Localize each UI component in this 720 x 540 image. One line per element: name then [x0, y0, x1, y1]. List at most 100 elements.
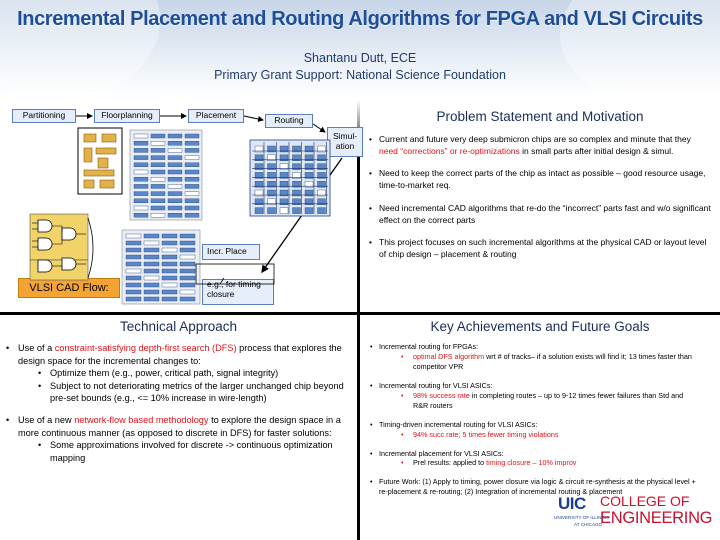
- partition-bracket: [87, 217, 94, 279]
- grid-cell: [161, 296, 178, 302]
- grid-cell: [184, 148, 200, 153]
- grid-cell: [125, 289, 142, 295]
- achievement-item: Future Work: (1) Apply to timing, power …: [370, 477, 700, 497]
- grid-cell: [167, 169, 183, 175]
- grid-cell: [143, 254, 160, 260]
- grid-cell: [150, 176, 166, 182]
- grant-line: Primary Grant Support: National Science …: [214, 68, 506, 82]
- logo-university-line2: AT CHICAGO: [574, 522, 603, 527]
- grid-cell: [161, 289, 178, 295]
- grid-cell: [150, 155, 166, 160]
- floorplan-icon: [77, 127, 123, 195]
- grid-cell: [267, 189, 276, 197]
- problem-bullets: Current and future very deep submicron c…: [369, 134, 711, 272]
- problem-title: Problem Statement and Motivation: [436, 109, 644, 124]
- grid-cell: [254, 207, 264, 214]
- grid-cell: [125, 233, 142, 239]
- grid-cell: [161, 247, 178, 253]
- grid-cell: [143, 275, 160, 281]
- author-line: Shantanu Dutt, ECE: [303, 51, 417, 65]
- grid-cell: [167, 184, 183, 189]
- grid-cell: [150, 141, 166, 146]
- grid-cell: [304, 198, 314, 206]
- header-banner: Incremental Placement and Routing Algori…: [0, 0, 720, 96]
- highlight-text: constraint-satisfying depth-first search…: [54, 343, 237, 353]
- problem-bullet-1: Current and future very deep submicron c…: [369, 134, 711, 157]
- achievement-sub-item: 94% succ rate; 5 times fewer timing viol…: [401, 430, 700, 440]
- grid-cell: [179, 240, 196, 246]
- grid-cell: [292, 163, 301, 170]
- grid-cell: [279, 154, 289, 161]
- grid-cell: [161, 275, 178, 281]
- grid-cell: [184, 184, 200, 189]
- grid-cell: [161, 240, 178, 246]
- grid-cell: [254, 172, 264, 179]
- grid-cell: [267, 154, 276, 161]
- grid-cell: [125, 275, 142, 281]
- flow-step-partitioning: Partitioning: [12, 109, 76, 123]
- uic-engineering-logo: UIC UNIVERSITY OF ILLINOIS AT CHICAGO CO…: [554, 494, 714, 534]
- grid-cell: [133, 198, 149, 204]
- grid-cell: [304, 189, 314, 197]
- arrow-icon: [243, 115, 264, 122]
- grid-cell: [304, 145, 314, 153]
- grid-cell: [143, 296, 160, 302]
- grid-cell: [133, 141, 149, 146]
- grid-cell: [317, 172, 326, 179]
- logo-uic: UIC: [558, 494, 586, 513]
- grid-cell: [267, 198, 276, 206]
- grid-cell: [133, 176, 149, 182]
- grid-cell: [179, 254, 196, 260]
- grid-cell: [150, 133, 166, 139]
- grid-cell: [317, 180, 326, 188]
- grid-cell: [279, 198, 289, 206]
- grid-cell: [254, 189, 264, 197]
- grid-cell: [133, 133, 149, 139]
- grid-cell: [125, 268, 142, 274]
- grid-cell: [167, 148, 183, 153]
- grid-cell: [167, 176, 183, 182]
- grid-cell: [167, 133, 183, 139]
- grid-cell: [304, 154, 314, 161]
- grid-cell: [179, 282, 196, 288]
- flow-step-simulation: Simul- ation: [327, 127, 363, 157]
- grid-cell: [279, 172, 289, 179]
- grid-cell: [179, 247, 196, 253]
- grid-cell: [184, 198, 200, 204]
- grid-cell: [161, 282, 178, 288]
- grid-cell: [267, 172, 276, 179]
- timing-note-line2: closure: [207, 288, 235, 299]
- grid-cell: [150, 205, 166, 211]
- grid-cell: [133, 184, 149, 189]
- flow-step-floorplanning: Floorplanning: [94, 109, 160, 123]
- grid-cell: [304, 163, 314, 170]
- grid-cell: [304, 180, 314, 188]
- grid-cell: [179, 233, 196, 239]
- zoom-box: [195, 263, 275, 285]
- achievement-sub-item: 98% success rate in completing routes – …: [401, 391, 700, 411]
- grid-cell: [184, 133, 200, 139]
- grid-cell: [143, 282, 160, 288]
- logo-engineering: ENGINEERING: [600, 509, 713, 527]
- grid-cell: [317, 163, 326, 170]
- grid-cell: [161, 261, 178, 267]
- grid-cell: [317, 189, 326, 197]
- achievements-bullets: Incremental routing for FPGAs: optimal D…: [370, 342, 700, 506]
- incremental-placement-cells: [125, 233, 196, 302]
- highlight-text: need “corrections” or re-optimizations: [379, 145, 520, 156]
- grid-cell: [161, 268, 178, 274]
- grid-cell: [292, 207, 301, 214]
- achievement-sub-item: Prel results: applied to timing closure …: [401, 458, 700, 468]
- grid-cell: [167, 191, 183, 196]
- grid-cell: [161, 233, 178, 239]
- grid-cell: [267, 180, 276, 188]
- grid-cell: [125, 282, 142, 288]
- grid-cell: [254, 145, 264, 153]
- grid-cell: [279, 189, 289, 197]
- decorative-bubble: [560, 0, 720, 96]
- grid-cell: [279, 145, 289, 153]
- grid-cell: [304, 207, 314, 214]
- grid-cell: [133, 148, 149, 153]
- vlsi-cad-flow-label: VLSI CAD Flow:: [18, 278, 120, 298]
- flow-step-placement: Placement: [188, 109, 244, 123]
